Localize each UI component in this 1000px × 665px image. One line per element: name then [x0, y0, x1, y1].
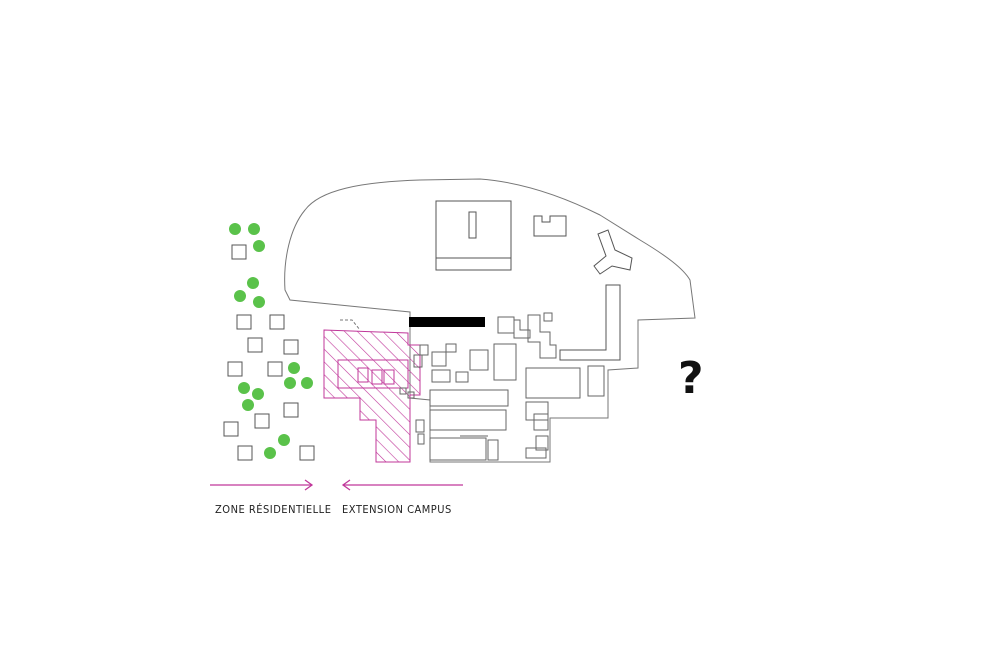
residential-arrow — [210, 479, 314, 491]
extension-hatch-area — [323, 329, 421, 463]
question-mark: ? — [678, 353, 704, 404]
residential-zone-label: ZONE RÉSIDENTIELLE — [215, 503, 332, 516]
main-building — [435, 200, 512, 271]
curved-building-east — [593, 229, 633, 275]
residential-houses — [223, 244, 315, 461]
residential-trees — [229, 223, 313, 459]
l-building — [559, 284, 621, 361]
hatched-area-buildings — [337, 359, 409, 389]
campus-boundary — [284, 178, 696, 463]
extension-campus-label: EXTENSION CAMPUS — [342, 503, 452, 516]
dashed-edge — [340, 319, 361, 331]
small-building-ne — [533, 215, 567, 237]
extension-arrow — [341, 479, 463, 491]
campus-buildings — [399, 312, 605, 461]
solid-bar — [409, 317, 485, 327]
